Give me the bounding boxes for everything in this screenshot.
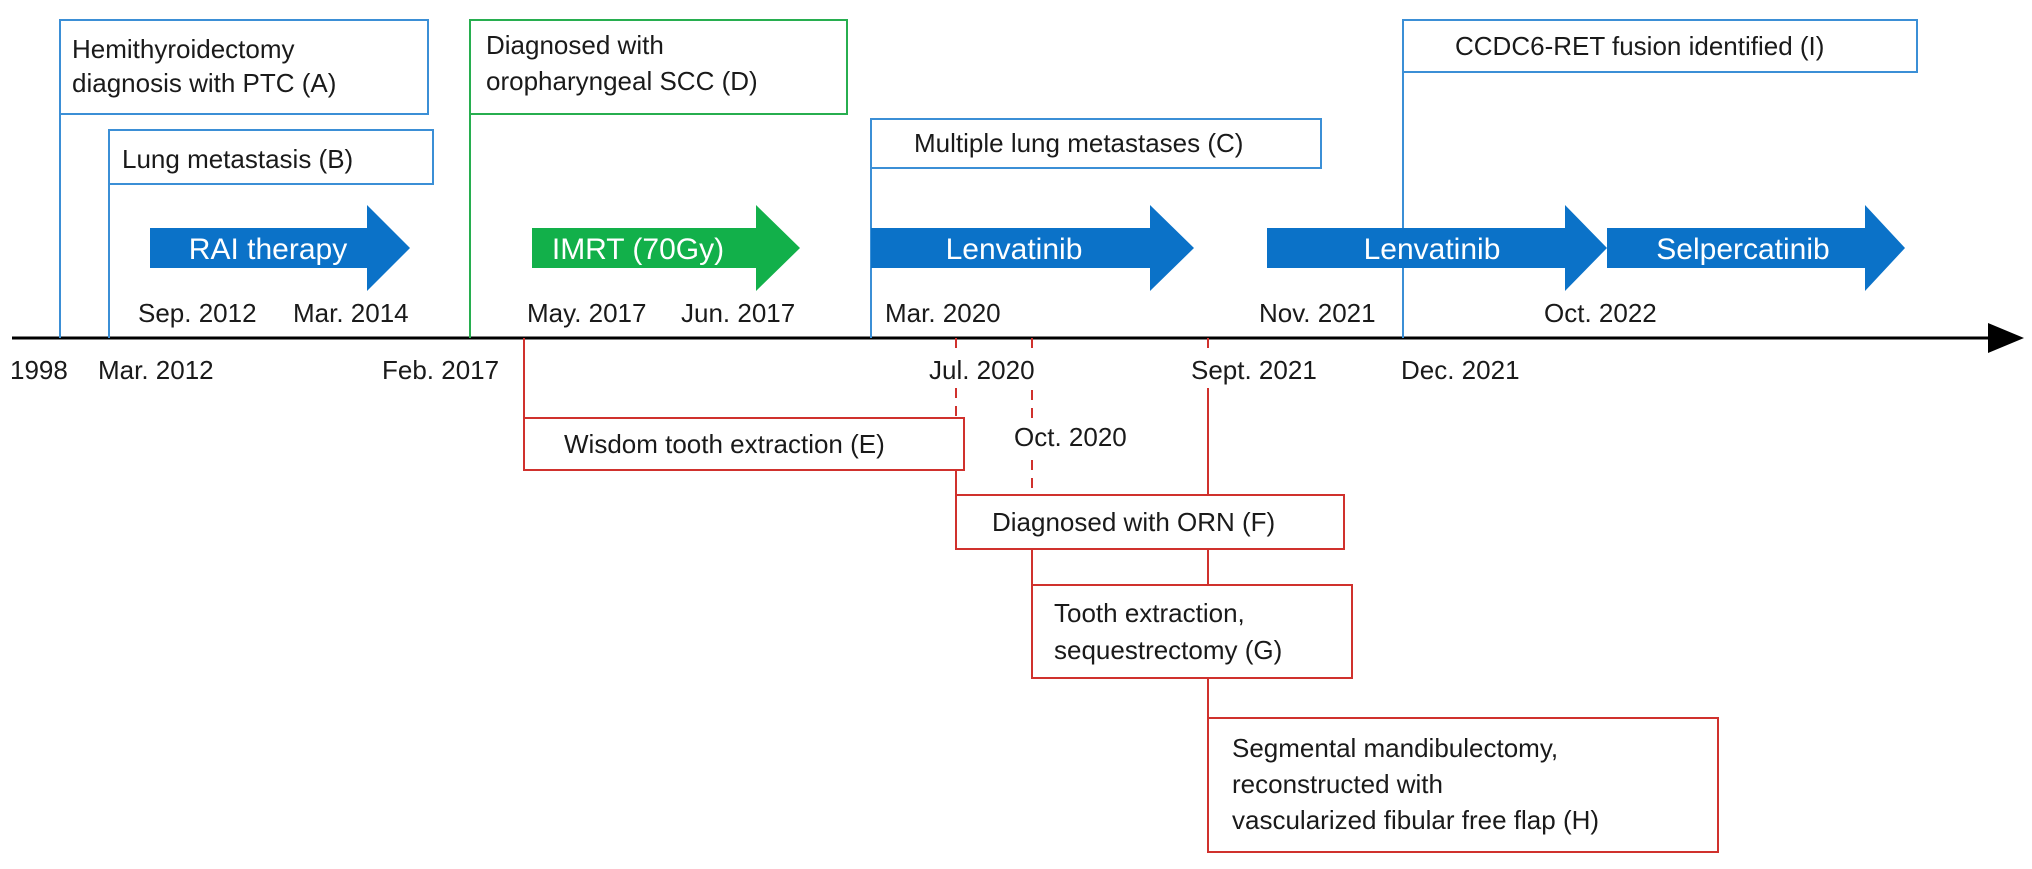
lenvatinib-label-1: Lenvatinib <box>946 233 1083 266</box>
event-box-c <box>870 118 1322 169</box>
lenvatinib-arrow-2 <box>1267 205 1607 291</box>
axis-date-1998: 1998 <box>10 355 68 385</box>
axis-date-oct-2020: Oct. 2020 <box>1014 422 1127 452</box>
axis-date-feb-2017: Feb. 2017 <box>382 355 499 385</box>
event-box-d <box>469 19 848 115</box>
event-d-line-1: Diagnosed with <box>486 30 664 60</box>
lenvatinib-arrow-1 <box>871 205 1194 291</box>
rai-therapy-arrow <box>150 205 410 291</box>
event-h-line-2: reconstructed with <box>1232 769 1443 799</box>
event-box-e <box>523 417 965 471</box>
selpercatinib-label: Selpercatinib <box>1656 233 1829 266</box>
event-box-a <box>59 19 429 115</box>
event-b-line-1: Lung metastasis (B) <box>122 144 353 174</box>
event-h-line-1: Segmental mandibulectomy, <box>1232 733 1558 763</box>
imrt-label: IMRT (70Gy) <box>552 233 724 266</box>
event-g-line-1: Tooth extraction, <box>1054 598 1245 628</box>
event-h-line-3: vascularized fibular free flap (H) <box>1232 805 1599 835</box>
event-box-g <box>1031 584 1353 679</box>
event-a-line-1: Hemithyroidectomy <box>72 34 295 64</box>
event-box-i <box>1402 19 1918 73</box>
imrt-end-date: Jun. 2017 <box>681 298 795 328</box>
imrt-start-date: May. 2017 <box>527 298 646 328</box>
rai-therapy-label: RAI therapy <box>189 233 347 266</box>
axis-date-mar-2012: Mar. 2012 <box>98 355 214 385</box>
lenvatinib-1-start-date: Mar. 2020 <box>885 298 1001 328</box>
axis-date-sept-2021: Sept. 2021 <box>1191 355 1317 385</box>
selpercatinib-arrow <box>1607 205 1905 291</box>
imrt-arrow <box>532 205 800 291</box>
below-connectors <box>523 338 1209 718</box>
event-d-line-2: oropharyngeal SCC (D) <box>486 66 758 96</box>
event-g-line-2: sequestrectomy (G) <box>1054 635 1282 665</box>
event-box-h <box>1207 717 1719 853</box>
axis-date-jul-2020: Jul. 2020 <box>929 355 1035 385</box>
event-c-line-1: Multiple lung metastases (C) <box>914 128 1243 158</box>
axis-date-dec-2021: Dec. 2021 <box>1401 355 1520 385</box>
rai-start-date: Sep. 2012 <box>138 298 257 328</box>
event-f-line-1: Diagnosed with ORN (F) <box>992 507 1275 537</box>
event-box-f <box>955 494 1345 550</box>
selpercatinib-start-date: Oct. 2022 <box>1544 298 1657 328</box>
event-e-line-1: Wisdom tooth extraction (E) <box>564 429 885 459</box>
lenvatinib-label-2: Lenvatinib <box>1364 233 1501 266</box>
event-box-b <box>108 129 434 185</box>
lenvatinib-2-start-date: Nov. 2021 <box>1259 298 1376 328</box>
event-a-line-2: diagnosis with PTC (A) <box>72 68 336 98</box>
rai-end-date: Mar. 2014 <box>293 298 409 328</box>
event-i-line-1: CCDC6-RET fusion identified (I) <box>1455 31 1824 61</box>
